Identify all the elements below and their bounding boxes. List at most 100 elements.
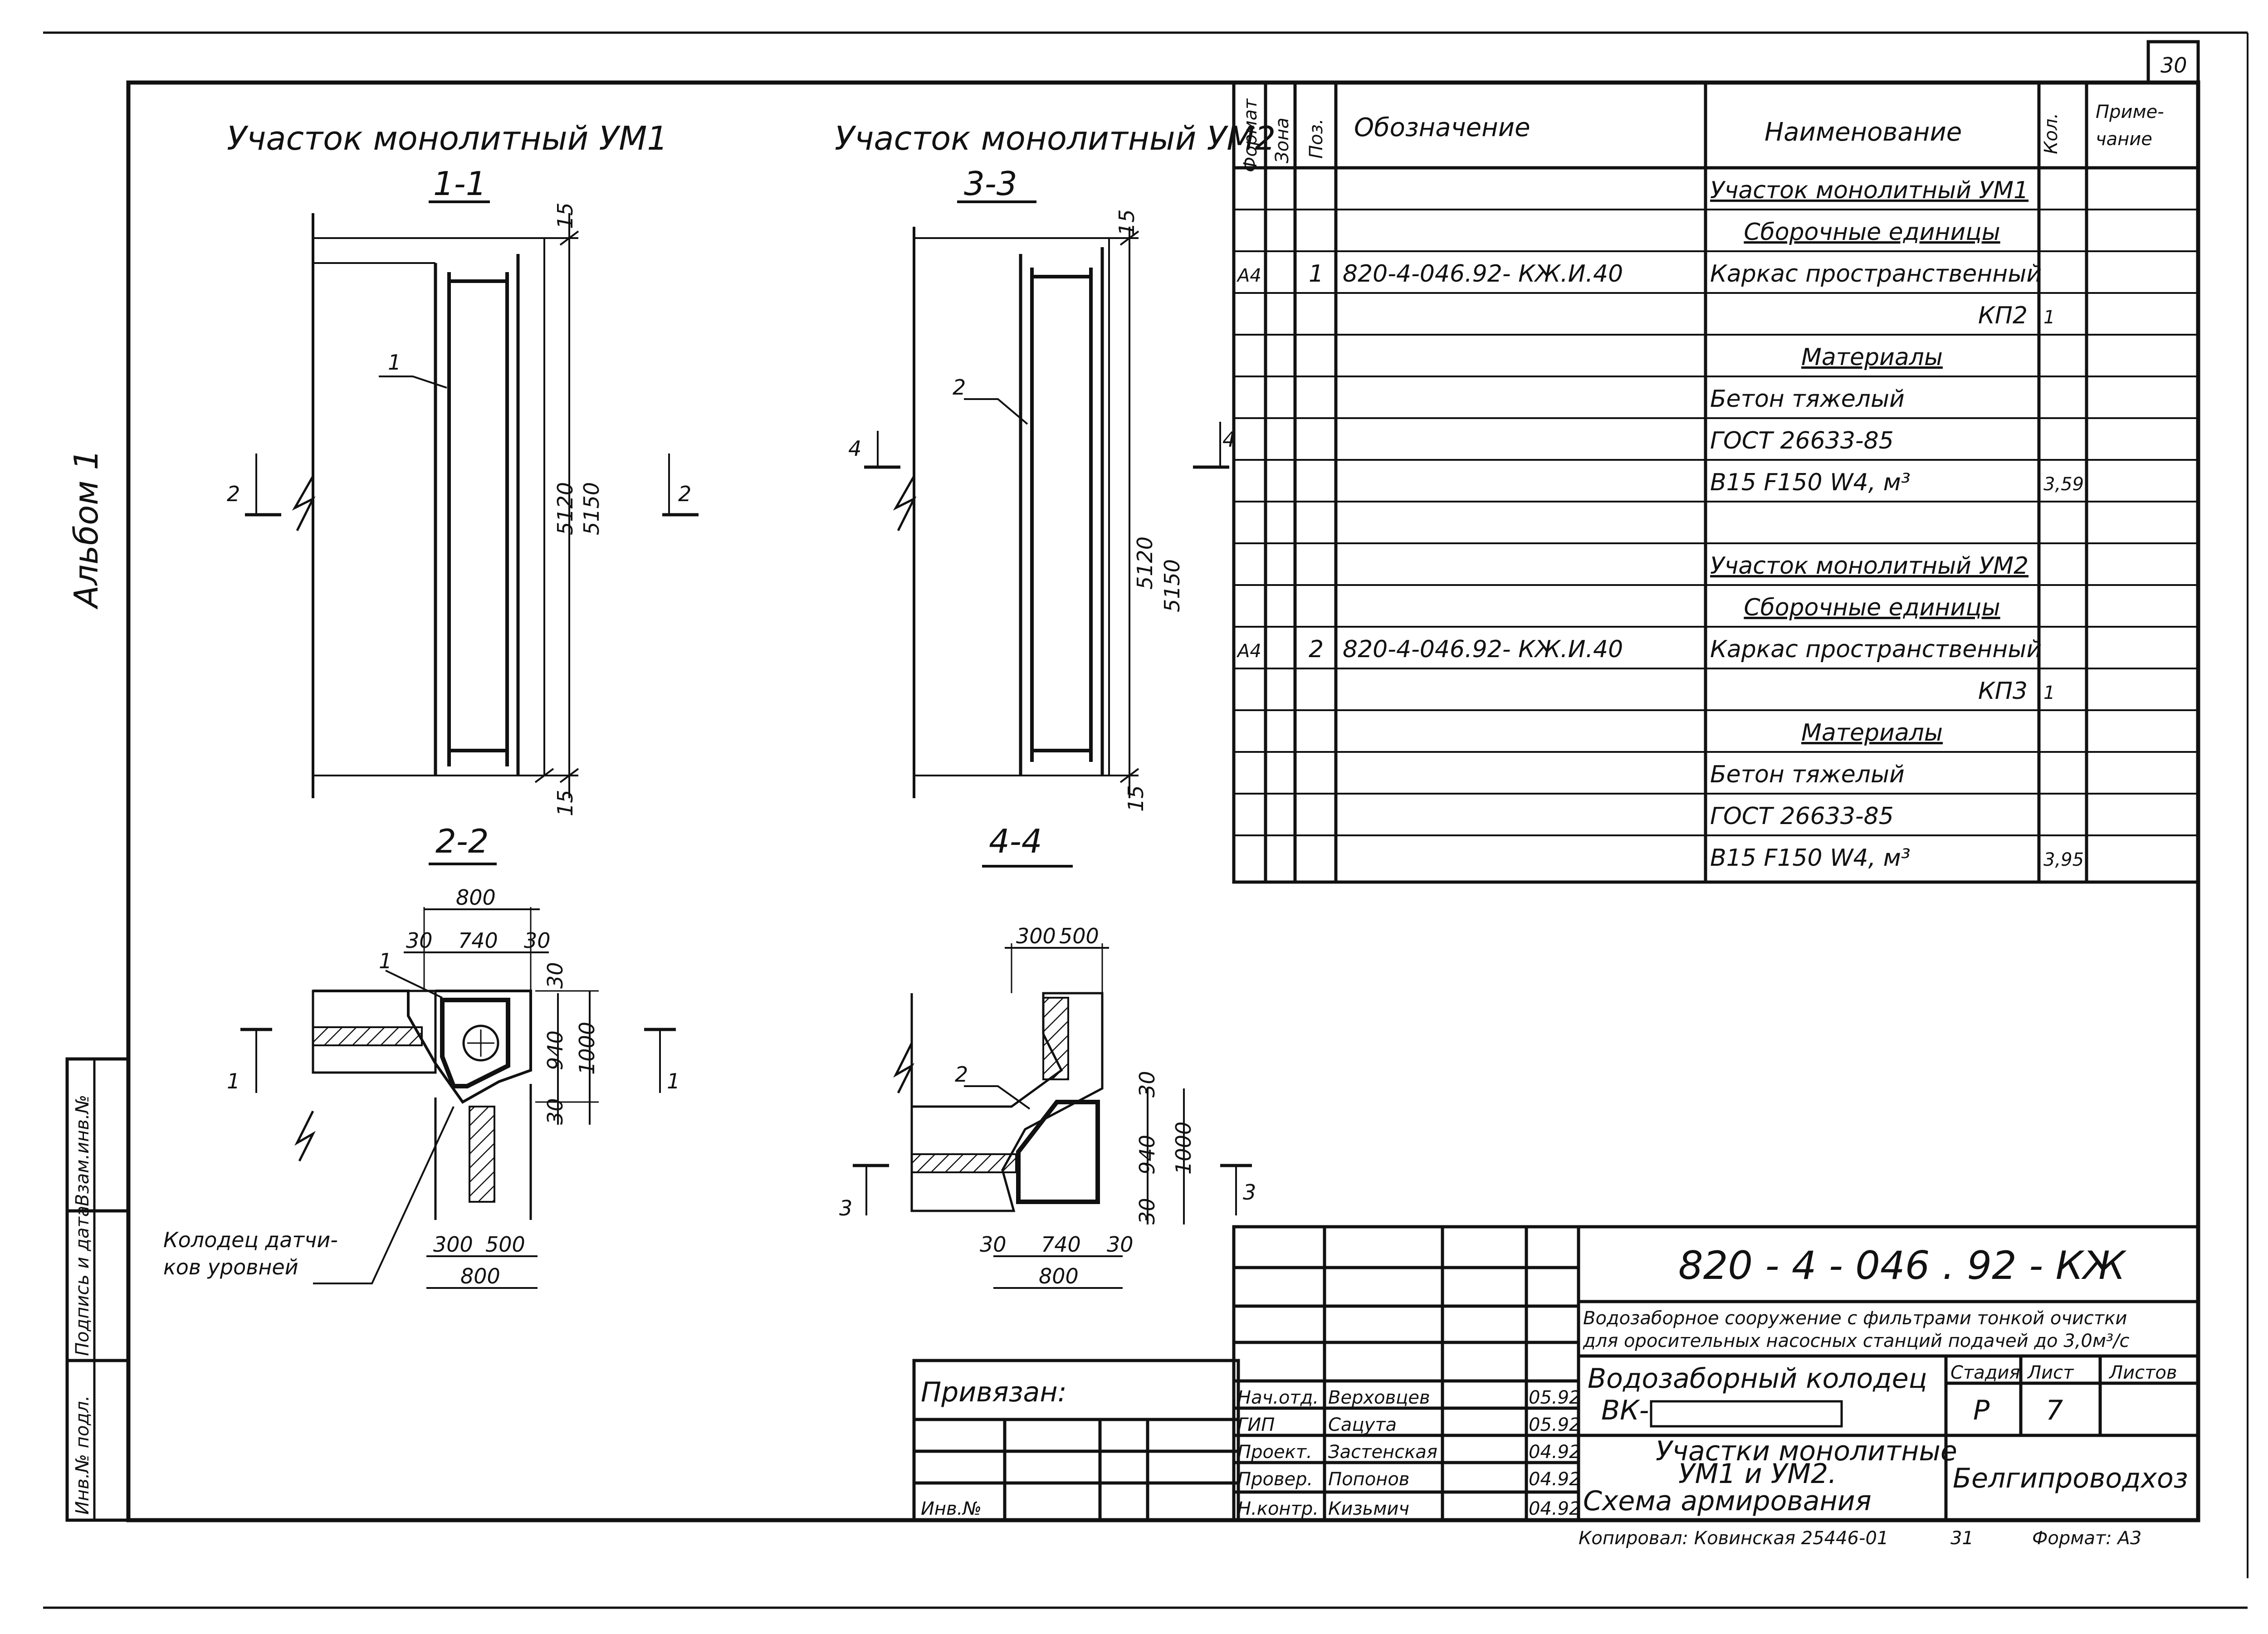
spec-cell-name: Каркас пространственный: [1710, 260, 2042, 288]
dim-1-1-top: 15: [553, 202, 577, 229]
sheet-title-1: Участки монолитные: [1656, 1435, 1957, 1467]
signature-date: 05.92: [1529, 1387, 1581, 1408]
sheet-title-2: УМ1 и УМ2.: [1678, 1458, 1837, 1490]
spec-cell-name: ГОСТ 26633-85: [1710, 427, 1894, 454]
dim-3-3-bottom: 15: [1124, 785, 1148, 812]
signature-role: Провер.: [1237, 1469, 1313, 1490]
spec-cell-designation: 820-4-046.92- КЖ.И.40: [1343, 636, 1623, 663]
spec-cell-qty: 3,59: [2043, 474, 2084, 495]
project-line-2: для оросительных насосных станций подаче…: [1583, 1331, 2130, 1351]
marker-pos-2: 2: [953, 375, 966, 400]
hdr-format: Формат: [1240, 98, 1261, 172]
view-um1: Участок монолитный УМ1 1-1: [227, 119, 699, 816]
section-2-2-label: 2-2: [435, 822, 489, 860]
view-2-2: 2-2: [163, 822, 680, 1289]
hdr-zone: Зона: [1272, 117, 1293, 163]
um1-title: Участок монолитный УМ1: [227, 119, 668, 157]
dim-3-3-inner: 5120: [1133, 537, 1157, 590]
section-marker-2-left: 2: [227, 482, 240, 506]
page-small: 31: [1950, 1528, 1974, 1549]
hdr-designation: Обозначение: [1354, 113, 1530, 142]
marker-pos-2-b: 2: [955, 1062, 968, 1087]
dim-4-4-b3: 30: [1107, 1232, 1134, 1257]
spec-cell-designation: 820-4-046.92- КЖ.И.40: [1343, 260, 1623, 288]
left-col-label-inv: Инв.№ подл.: [72, 1395, 93, 1515]
organization: Белгипроводхоз: [1953, 1463, 2188, 1494]
spec-cell-name: ГОСТ 26633-85: [1710, 803, 1894, 830]
signature-name: Сацута: [1328, 1415, 1397, 1435]
signature-role: ГИП: [1237, 1415, 1275, 1435]
spec-cell-qty: 3,95: [2043, 849, 2084, 870]
section-marker-4-left: 4: [848, 436, 861, 461]
object-line-1: Водозаборный колодец: [1588, 1363, 1927, 1395]
spec-cell-pos: 2: [1309, 636, 1324, 663]
sheet-label: Лист: [2027, 1362, 2074, 1383]
callout-well-line1: Колодец датчи-: [163, 1228, 338, 1252]
trim-lines: [43, 31, 2248, 1609]
dim-2-2-800: 800: [456, 885, 496, 910]
signature-date: 04.92: [1529, 1442, 1581, 1463]
spec-cell-qty: 1: [2043, 307, 2055, 328]
dim-2-2-30-left: 30: [406, 928, 433, 953]
hdr-note-l1: Приме-: [2096, 102, 2164, 122]
spec-cell-name: Участок монолитный УМ2: [1710, 552, 2028, 580]
inv-label: Инв.№: [921, 1498, 982, 1519]
dim-4-4-v3: 1000: [1171, 1122, 1196, 1175]
hdr-pos: Поз.: [1306, 118, 1327, 159]
view-um2: Участок монолитный УМ2 3-3 15 5120 5: [835, 119, 1276, 812]
spec-cell-format: А4: [1236, 265, 1261, 286]
hdr-qty: Кол.: [2041, 113, 2062, 154]
hdr-name: Наименование: [1765, 117, 1962, 147]
format: Формат: А3: [2032, 1528, 2141, 1549]
dim-4-4-b1: 30: [980, 1232, 1007, 1257]
dim-2-2-v1: 30: [543, 962, 567, 989]
dim-4-4-300: 300: [1016, 924, 1056, 948]
doc-code: 820 - 4 - 046 . 92 - КЖ: [1678, 1243, 2127, 1288]
spec-cell-format: А4: [1236, 641, 1261, 662]
spec-cell-name: Сборочные единицы: [1744, 594, 2000, 621]
sheet-number: 30: [2160, 53, 2187, 78]
signature-name: Застенская: [1328, 1442, 1437, 1463]
dim-4-4-b4: 800: [1039, 1264, 1079, 1288]
spec-table: Формат Зона Поз. Обозначение Наименовани…: [1232, 81, 2200, 884]
signature-role: Проект.: [1237, 1442, 1312, 1463]
spec-cell-name: Сборочные единицы: [1744, 219, 2000, 246]
view-4-4: 4-4 300 500 30 940: [839, 822, 1256, 1289]
dim-3-3-outer: 5150: [1160, 559, 1184, 612]
dim-2-2-v2: 940: [543, 1030, 567, 1070]
spec-cell-pos: 1: [1309, 260, 1324, 288]
object-line-2: ВК-: [1601, 1395, 1649, 1426]
spec-cell-name: Бетон тяжелый: [1710, 385, 1905, 413]
dim-2-2-800-bottom: 800: [460, 1264, 500, 1288]
dim-4-4-v1: 30: [1135, 1071, 1159, 1097]
dim-4-4-v2: 940: [1135, 1135, 1159, 1175]
spec-cell-name: КП2: [1978, 302, 2028, 329]
sheet-title-3: Схема армирования: [1583, 1485, 1872, 1517]
spec-cell-name: Материалы: [1801, 344, 1943, 371]
section-4-4-label: 4-4: [989, 822, 1042, 860]
bound-label: Привязан:: [921, 1376, 1067, 1408]
dim-1-1-inner: 5120: [553, 482, 577, 535]
spec-cell-name: Материалы: [1801, 719, 1943, 746]
section-3-3-label: 3-3: [964, 165, 1017, 203]
dim-1-1-bottom: 15: [553, 790, 577, 816]
signature-name: Попонов: [1328, 1469, 1409, 1490]
stage-label: Стадия: [1950, 1362, 2020, 1383]
dim-1-1-outer: 5150: [579, 482, 604, 535]
dim-4-4-500: 500: [1059, 924, 1099, 948]
dim-2-2-500: 500: [485, 1232, 525, 1257]
copied-by: Копировал: Ковинская 25446-01: [1579, 1528, 1888, 1549]
dim-2-2-v4: 30: [543, 1098, 567, 1125]
spec-cell-name: Каркас пространственный: [1710, 636, 2042, 663]
dim-4-4-b2: 740: [1041, 1232, 1081, 1257]
signature-role: Нач.отд.: [1237, 1387, 1319, 1408]
title-block: 820 - 4 - 046 . 92 - КЖ Водозаборное соо…: [912, 1225, 2200, 1549]
dim-4-4-v4: 30: [1135, 1198, 1159, 1224]
section-marker-2-right: 2: [678, 482, 691, 506]
dim-3-3-top: 15: [1114, 209, 1139, 236]
um2-title: Участок монолитный УМ2: [835, 119, 1276, 157]
project-line-1: Водозаборное сооружение с фильтрами тонк…: [1583, 1308, 2127, 1329]
album-label: Альбом 1: [67, 449, 105, 610]
spec-cell-name: В15 F150 W4, м³: [1710, 844, 1911, 872]
